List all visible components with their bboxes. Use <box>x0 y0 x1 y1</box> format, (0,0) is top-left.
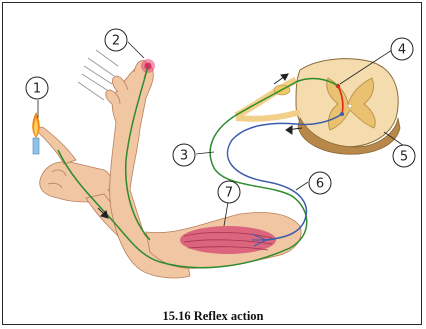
callout-5: 5 <box>393 145 415 167</box>
callout-3-label: 3 <box>180 149 188 164</box>
callout-4-label: 4 <box>398 43 406 58</box>
figure-caption: 15.16 Reflex action <box>0 309 426 324</box>
callout-7-label: 7 <box>225 186 233 201</box>
callout-2-label: 2 <box>112 34 120 49</box>
callout-2: 2 <box>105 29 127 51</box>
spinal-cord <box>296 59 400 155</box>
callout-1: 1 <box>26 77 48 99</box>
callout-5-label: 5 <box>400 150 408 165</box>
callout-4: 4 <box>391 38 413 60</box>
candle <box>32 112 40 154</box>
callout-1-label: 1 <box>33 82 41 97</box>
callout-3: 3 <box>173 144 195 166</box>
callout-6-label: 6 <box>316 177 324 192</box>
callout-6: 6 <box>309 172 331 194</box>
callout-7: 7 <box>218 181 240 203</box>
